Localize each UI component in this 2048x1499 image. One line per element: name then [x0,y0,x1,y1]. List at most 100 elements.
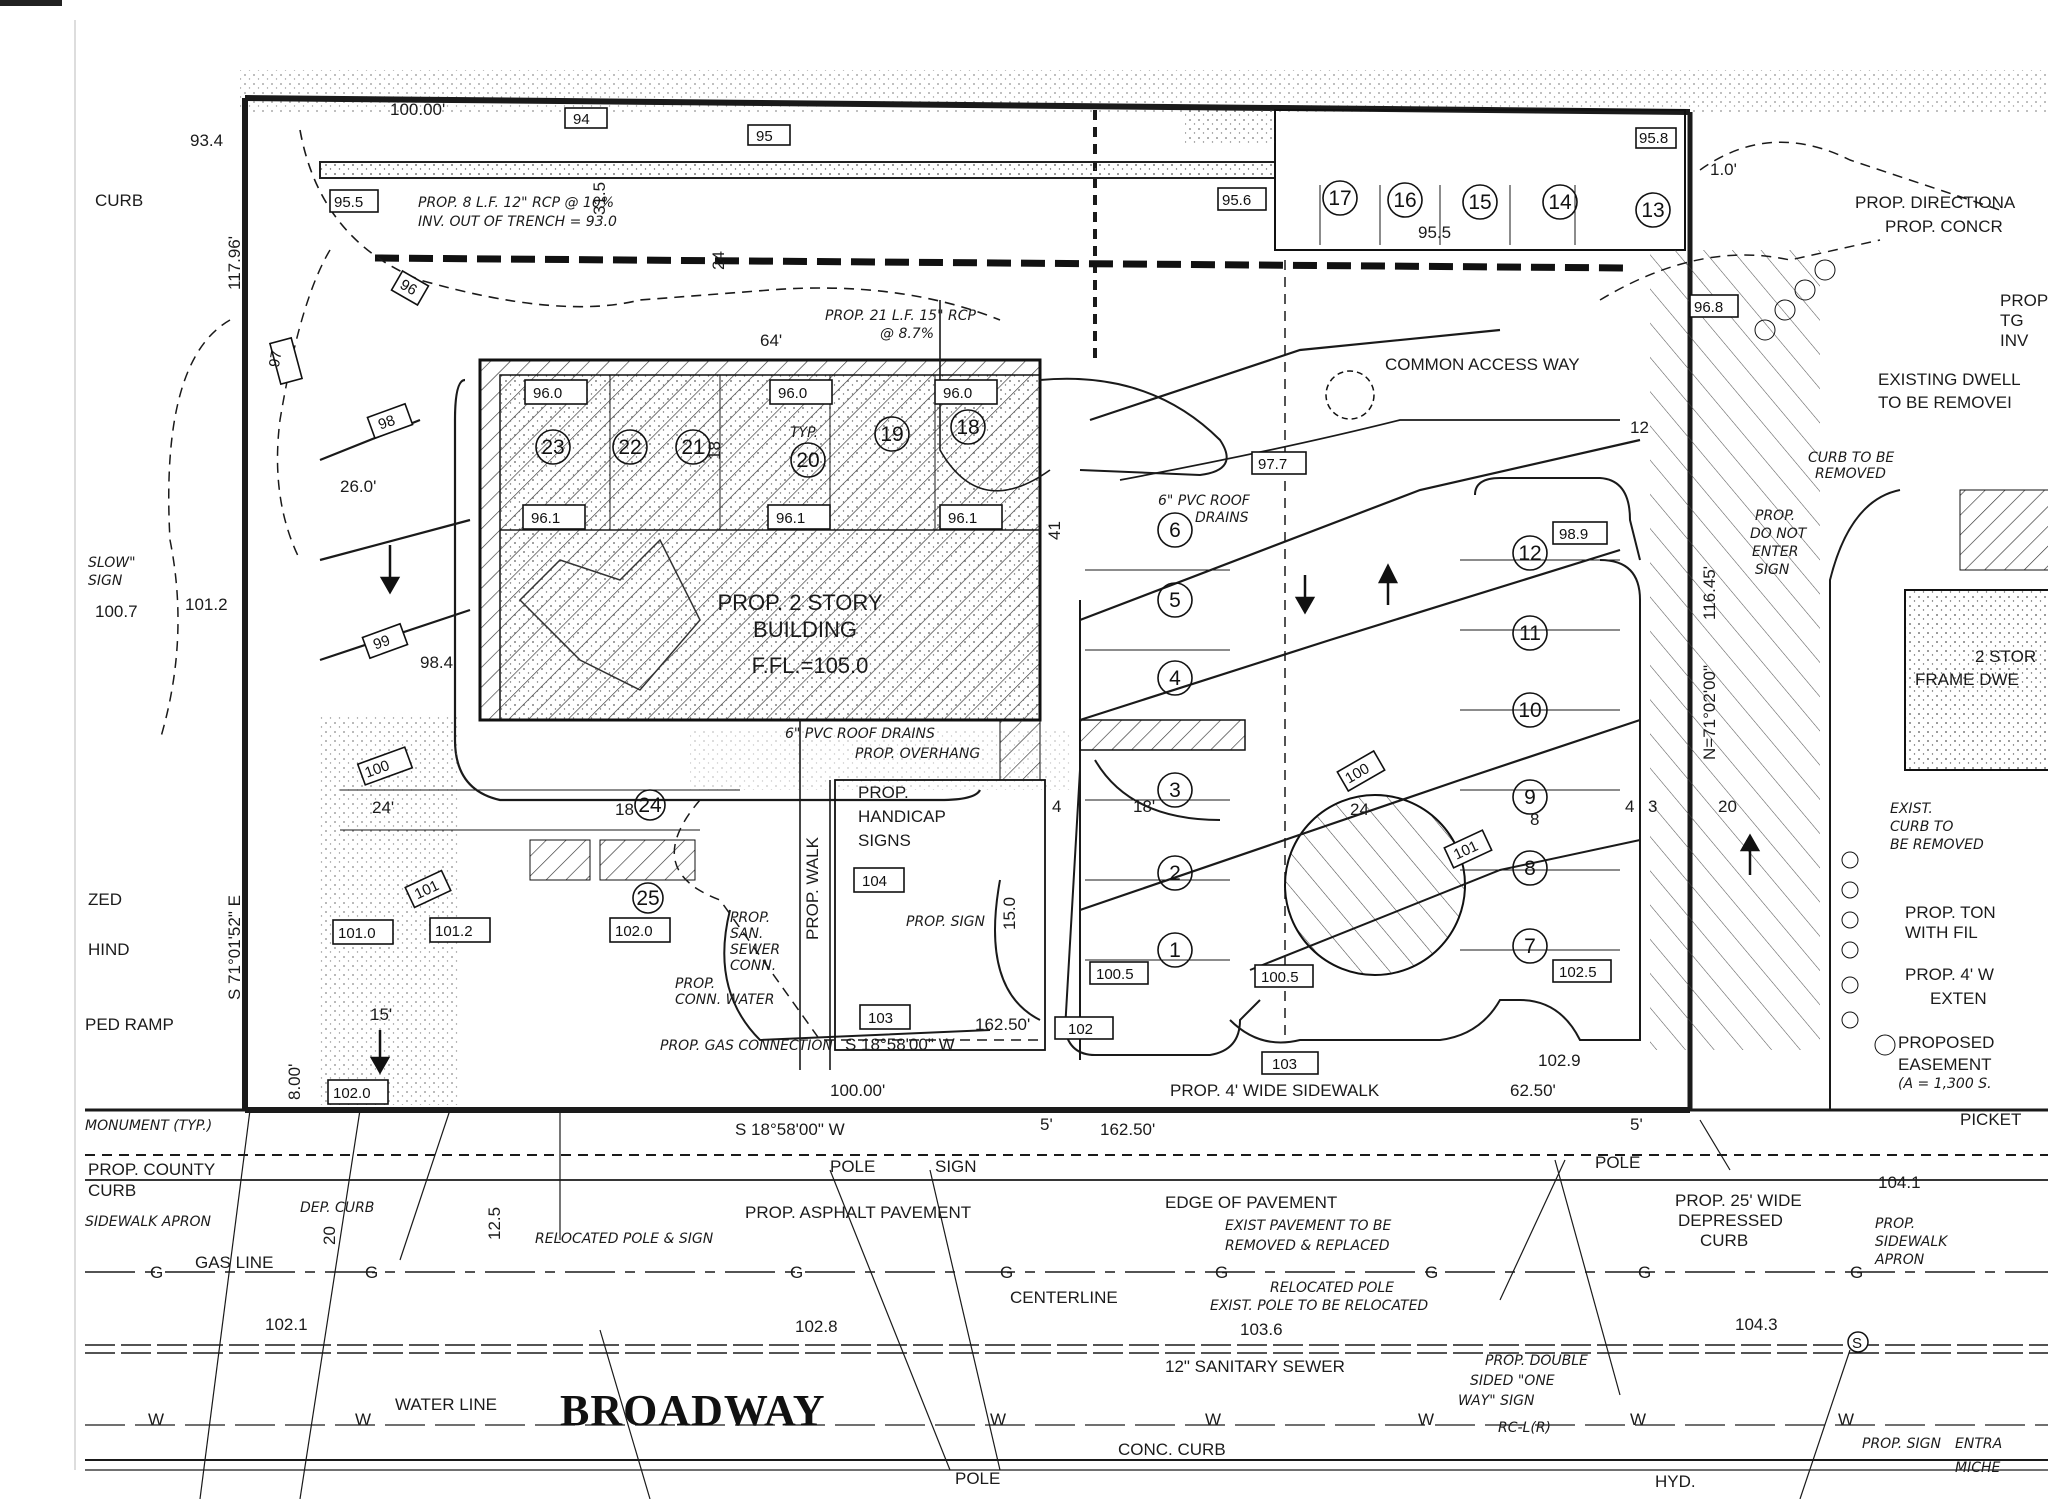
plan-annotation-text: POLE [1595,1153,1640,1172]
plan-annotation-text: PROP. DOUBLE [1485,1353,1588,1369]
plan-annotation-text: 6" PVC ROOF [1158,493,1251,509]
plan-annotation-text: DEP. CURB [300,1200,374,1216]
plan-annotation-text: PICKET [1960,1110,2021,1129]
plan-annotation-text: WAY" SIGN [1458,1393,1535,1409]
plan-annotation-text: W [1838,1410,1854,1429]
plan-annotation-text: 98 [376,412,397,434]
plan-annotation-text: 104.3 [1735,1315,1778,1334]
plan-annotation-text: 102.8 [795,1317,838,1336]
plan-annotation-text: RELOCATED POLE [1270,1280,1394,1296]
plan-annotation-text: WITH FIL [1905,923,1978,942]
plan-annotation-text: PROP. [1755,508,1795,524]
plan-annotation-text: S 18°58'00" W [735,1120,845,1139]
plan-annotation-text: CONN. WATER [675,992,774,1008]
plan-annotation-text: 102.5 [1559,964,1597,981]
plan-annotation-text: 96 [397,276,420,299]
plan-annotation-text: (A = 1,300 S. [1898,1076,1992,1092]
plan-annotation-text: 19 [880,423,903,446]
plan-annotation-text: INV [2000,331,2029,350]
plan-annotation-text: 100.5 [1096,966,1134,983]
plan-annotation-text: CENTERLINE [1010,1288,1118,1307]
plan-annotation-text: PROP. OVERHANG [855,746,980,762]
plan-annotation-text: 21 [681,436,704,459]
plan-annotation-text: 102 [1068,1021,1093,1038]
plan-annotation-text: 64' [760,331,782,350]
plan-annotation-text: W [1630,1410,1646,1429]
plan-annotation-text: PED RAMP [85,1015,174,1034]
building-label-1: PROP. 2 STORY [717,590,882,615]
plan-annotation-text: 13 [1641,199,1664,222]
plan-annotation-text: 103.6 [1240,1320,1283,1339]
plan-annotation-text: 26.0' [340,477,376,496]
plan-annotation-text: W [1418,1410,1434,1429]
plan-annotation-text: CURB TO BE [1808,450,1894,466]
plan-annotation-text: 162.50' [1100,1120,1155,1139]
plan-annotation-text: G [1850,1263,1863,1282]
plan-annotation-text: APRON [1874,1252,1925,1268]
plan-annotation-text: 15.0 [1000,897,1019,930]
plan-annotation-text: 24 [638,794,662,817]
plan-annotation-text: HYD. [1655,1472,1696,1491]
plan-annotation-text: ENTER [1752,544,1798,560]
plan-annotation-text: 4 [1169,667,1181,690]
plan-annotation-text: 18 [615,800,634,819]
plan-annotation-text: EDGE OF PAVEMENT [1165,1193,1337,1212]
spot-elevations: 96.0 96.0 96.0 96.1 96.1 96.1 95.5 95.6 … [266,107,1739,1105]
plan-annotation-text: EXIST. POLE TO BE RELOCATED [1210,1298,1428,1314]
plan-annotation-text: PROP. SIGN [906,914,985,930]
plan-annotation-text: S 18°58'00" W [845,1035,955,1054]
plan-annotation-text: G [1638,1263,1651,1282]
plan-annotation-text: 18 [956,416,979,439]
plan-annotation-text: DRAINS [1195,510,1249,526]
plan-annotation-text: 8 [1524,857,1536,880]
plan-annotation-text: 18' [1133,797,1155,816]
gas-line-markers: G G G G G G G G [150,1263,1863,1282]
plan-annotation-text: INV. OUT OF TRENCH = 93.0 [418,214,617,230]
plan-annotation-text: 100.00' [390,100,445,119]
plan-annotation-text: RELOCATED POLE & SIGN [535,1231,714,1247]
plan-annotation-text: 24 [709,251,728,270]
plan-annotation-text: WATER LINE [395,1395,497,1414]
plan-annotation-text: FRAME DWE [1915,670,2019,689]
plan-annotation-text: 96.0 [943,385,972,402]
plan-annotation-text: 98.4 [420,653,453,672]
plan-annotation-text: 62.50' [1510,1081,1556,1100]
water-line-markers: W W W W W W W [148,1410,1854,1429]
common-access-way-label: COMMON ACCESS WAY [1385,355,1580,374]
plan-annotation-text: SLOW" [88,555,136,571]
plan-annotation-text: SIGN [935,1157,977,1176]
plan-annotation-text: PROPOSED [1898,1033,1994,1052]
plan-annotation-text: 100.5 [1261,969,1299,986]
plan-annotation-text: 96.1 [531,510,560,527]
plan-annotation-text: 11 [1519,622,1541,645]
plan-annotation-text: SEWER [730,942,780,958]
plan-annotation-text: 93.4 [190,131,223,150]
plan-annotation-text: REMOVED [1815,466,1886,482]
plan-annotation-text: 96.1 [776,510,805,527]
plan-annotation-text: 5 [1169,589,1181,612]
parking-stall-numbers: 23 22 21 20 19 18 17 16 15 14 13 12 11 1… [535,180,1671,968]
handicap-sign-label-1: PROP. [858,783,909,802]
plan-annotation-text: 8 [1530,810,1539,829]
plan-annotation-text: 9 [1524,786,1536,809]
plan-annotation-text: G [365,1263,378,1282]
plan-annotation-text: 95.5 [1418,223,1451,242]
plan-annotation-text: DO NOT [1750,526,1808,542]
plan-annotation-text: CURB [88,1181,136,1200]
plan-annotation-text: 1 [1169,939,1181,962]
plan-annotation-text: 102.0 [615,923,653,940]
plan-annotation-text: 100.7 [95,602,138,621]
plan-annotation-text: 25 [636,887,659,910]
plan-annotation-text: ZED [88,890,122,909]
plan-annotation-text: PROP. [1875,1216,1915,1232]
plan-annotation-text: 97.7 [1258,456,1287,473]
sidewalk-label: PROP. 4' WIDE SIDEWALK [1170,1081,1380,1100]
plan-annotation-text: 15' [370,1005,392,1024]
plan-annotation-text: PROP. GAS CONNECTION [660,1038,833,1054]
plan-annotation-text: 1.0' [1710,160,1737,179]
plan-annotation-text: HIND [88,940,130,959]
plan-annotation-text: TYP. [790,425,818,441]
plan-annotation-text: 162.50' [975,1015,1030,1034]
plan-annotation-text: SAN. [730,926,763,942]
